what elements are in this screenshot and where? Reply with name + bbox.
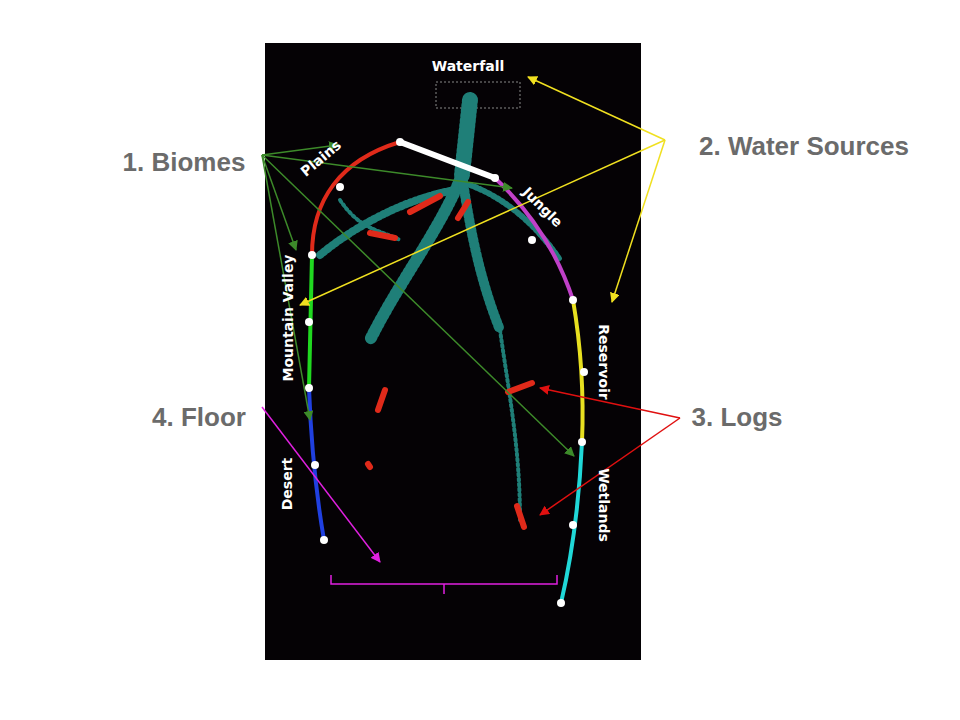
- biome-label: Mountain Valley: [280, 255, 294, 382]
- map-label: Waterfall: [432, 59, 505, 73]
- joint-dots: [305, 138, 588, 607]
- biome-borders: [309, 142, 583, 603]
- biome-label: Reservoir: [597, 324, 611, 399]
- biome-label: Desert: [280, 458, 294, 511]
- water-leaders: [300, 77, 665, 305]
- waterfall-zone: [436, 82, 520, 108]
- callout-label: 3. Logs: [691, 404, 782, 430]
- map-ground: [265, 43, 641, 660]
- floor-leader: [262, 407, 557, 594]
- biome-label: Wetlands: [597, 468, 611, 542]
- callout-label: 4. Floor: [152, 404, 246, 430]
- callout-label: 2. Water Sources: [699, 133, 909, 159]
- logs: [368, 196, 532, 527]
- callout-label: 1. Biomes: [123, 149, 246, 175]
